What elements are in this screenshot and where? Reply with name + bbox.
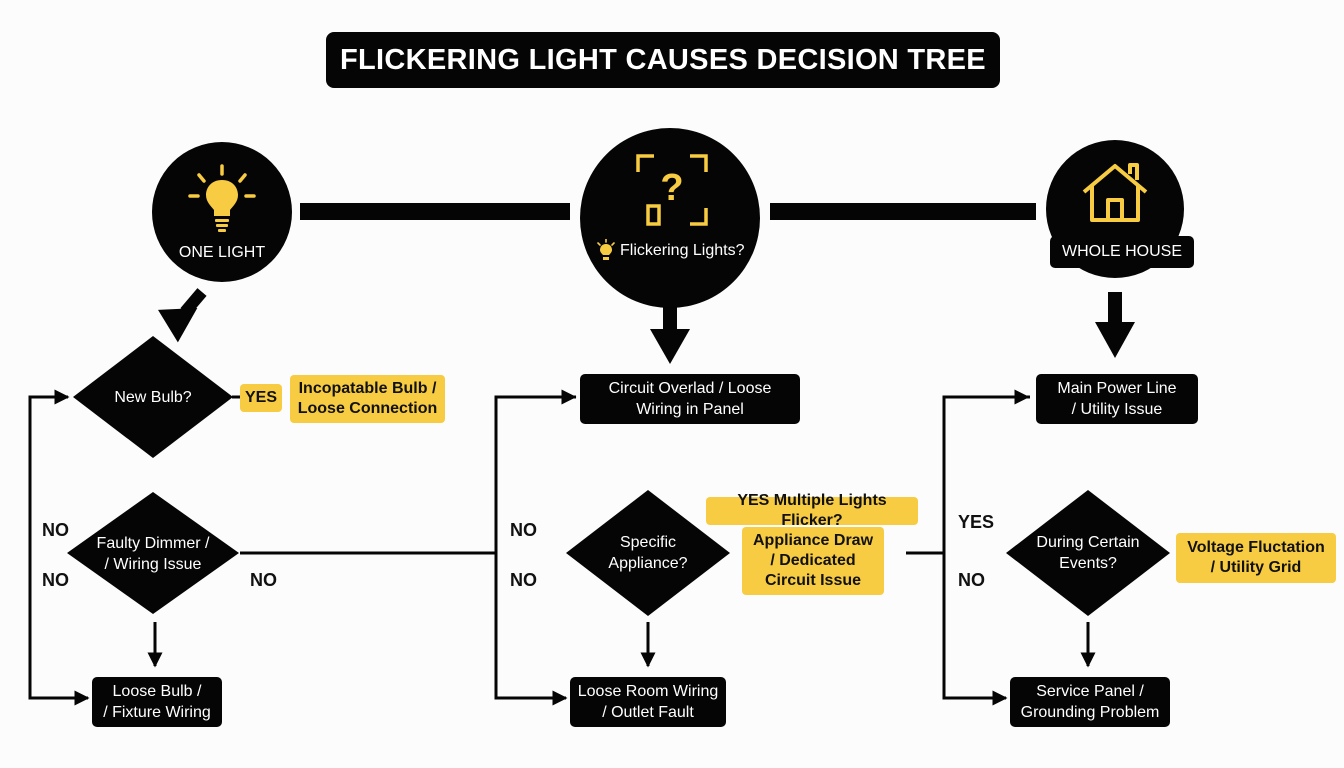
one-light-label: ONE LIGHT: [178, 244, 266, 261]
diamond-specific-appliance: [566, 490, 730, 616]
result-line: / Utility Issue: [1071, 401, 1163, 418]
diamond-new-bulb: [73, 336, 233, 458]
circuit-overload-result: Circuit Overlad / Loose Wiring in Panel: [580, 374, 800, 424]
no-label-right: NO: [958, 570, 985, 590]
question-line: Events?: [1059, 555, 1117, 572]
light-bulb-icon: [188, 164, 256, 232]
no-label-left-a: NO: [42, 520, 69, 540]
no-label-center-a: NO: [510, 520, 537, 540]
result-line: Main Power Line: [1057, 380, 1177, 397]
service-panel-result: Service Panel / Grounding Problem: [1010, 677, 1170, 727]
result-line: Appliance Draw: [752, 532, 874, 549]
yes-label-right: YES: [958, 512, 995, 532]
faulty-dimmer-question: Faulty Dimmer / / Wiring Issue: [88, 532, 218, 576]
flickering-lights-label: Flickering Lights?: [620, 242, 745, 259]
loose-bulb-result: Loose Bulb / / Fixture Wiring: [92, 677, 222, 727]
diamond-certain-events: [1006, 490, 1170, 616]
result-line: Voltage Fluctation: [1187, 539, 1325, 556]
small-bulb-icon: [597, 239, 615, 260]
yes-tag-left: YES: [240, 384, 282, 412]
question-line: / Wiring Issue: [104, 556, 202, 573]
loose-room-wiring-result: Loose Room Wiring / Outlet Fault: [570, 677, 726, 727]
result-line: / Outlet Fault: [602, 704, 694, 721]
no-label-left-b: NO: [42, 570, 69, 590]
result-line: Circuit Issue: [764, 572, 862, 589]
certain-events-question: During Certain Events?: [1023, 530, 1153, 576]
svg-text:?: ?: [660, 167, 683, 209]
appliance-draw-result: Appliance Draw / Dedicated Circuit Issue: [742, 527, 884, 595]
question-line: Faulty Dimmer /: [96, 535, 210, 552]
result-line: Loose Bulb /: [112, 683, 202, 700]
new-bulb-question: New Bulb?: [114, 388, 192, 406]
center-loop-line: [494, 395, 576, 706]
page-title: FLICKERING LIGHT CAUSES DECISION TREE: [326, 32, 1000, 88]
result-line: Loose Connection: [297, 400, 438, 417]
main-power-line-result: Main Power Line / Utility Issue: [1036, 374, 1198, 424]
result-line: Loose Room Wiring: [577, 683, 719, 700]
multiple-lights-note: YES Multiple Lights Flicker?: [706, 492, 918, 529]
one-light-node: ONE LIGHT: [152, 142, 292, 282]
question-frame-icon: ?: [636, 154, 708, 226]
question-line: Specific: [619, 534, 676, 551]
specific-appliance-question: Specific Appliance?: [588, 530, 708, 576]
result-line: Grounding Problem: [1020, 704, 1160, 721]
voltage-fluctuation-result: Voltage Fluctation / Utility Grid: [1176, 533, 1336, 583]
question-line: Appliance?: [608, 555, 688, 572]
arrow-down-left: [158, 288, 207, 343]
arrow-down-center: [650, 307, 690, 364]
whole-house-label: WHOLE HOUSE: [1050, 236, 1194, 268]
incompatable-bulb-result: Incopatable Bulb / Loose Connection: [290, 375, 445, 423]
top-connector-right: [770, 203, 1036, 220]
question-line: During Certain: [1036, 534, 1140, 551]
no-label-center-b: NO: [510, 570, 537, 590]
no-label-left-c: NO: [250, 570, 277, 590]
result-line: / Fixture Wiring: [103, 704, 211, 721]
top-connector-left: [300, 203, 570, 220]
diamond-faulty-dimmer: [67, 492, 239, 614]
result-line: / Utility Grid: [1210, 559, 1302, 576]
result-line: / Dedicated: [770, 552, 856, 569]
result-line: Wiring in Panel: [636, 401, 744, 418]
flickering-lights-node: ? Flickering Lights?: [580, 128, 760, 308]
result-line: Circuit Overlad / Loose: [608, 380, 772, 397]
arrow-down-right: [1095, 292, 1135, 358]
house-icon: [1082, 163, 1148, 222]
result-line: Incopatable Bulb /: [298, 380, 437, 397]
result-line: Service Panel /: [1036, 683, 1144, 700]
